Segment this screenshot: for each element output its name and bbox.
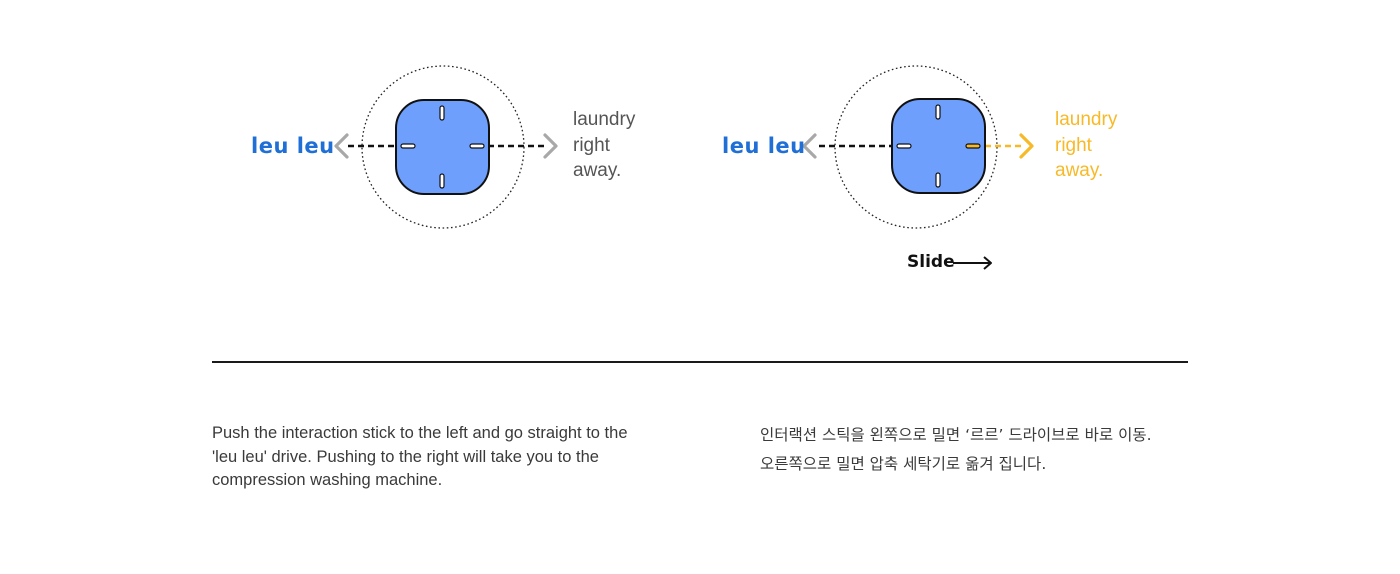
knob-notch-top [439,105,445,121]
knob-notch-bottom [439,173,445,189]
laundry-right-away-label-right: laundry right away. [1055,107,1117,184]
knob-notch-top [935,104,941,120]
chevron-right-highlight-icon [1019,133,1034,159]
description-korean: 인터랙션 스틱을 왼쪽으로 밀면 ‘르르’ 드라이브로 바로 이동. 오른쪽으로… [760,421,1200,479]
leu-leu-logo-right: leu leu [722,134,806,158]
label-line: right [573,134,610,156]
slide-label: Slide [907,252,955,272]
section-divider [212,361,1188,363]
label-line: away. [1055,160,1104,181]
label-line: laundry [573,109,636,130]
slide-arrow-icon [983,256,992,270]
knob-notch-left [400,143,416,149]
diagram-graphics [334,65,1034,270]
description-english: Push the interaction stick to the left a… [212,424,628,489]
leu-leu-logo-left: leu leu [251,134,335,158]
interaction-stick-knob-right[interactable] [891,98,986,194]
chevron-left-icon [802,133,817,159]
knob-notch-bottom [935,172,941,188]
label-line: away. [573,160,622,181]
description-korean-line: 오른쪽으로 밀면 압축 세탁기로 옮겨 집니다. [760,455,1047,473]
knob-notch-right [469,143,485,149]
knob-notch-right-active [965,143,981,149]
label-line: laundry [1055,109,1118,130]
label-line: right [1055,134,1092,156]
chevron-right-icon [543,133,558,159]
interaction-stick-knob-left[interactable] [395,99,490,195]
interaction-diagram: leu leu laundry right away. leu leu laun… [251,65,1117,272]
laundry-right-away-label-left: laundry right away. [573,107,635,184]
description-korean-line: 인터랙션 스틱을 왼쪽으로 밀면 ‘르르’ 드라이브로 바로 이동. [760,426,1152,444]
chevron-left-icon [334,133,349,159]
knob-notch-left [896,143,912,149]
